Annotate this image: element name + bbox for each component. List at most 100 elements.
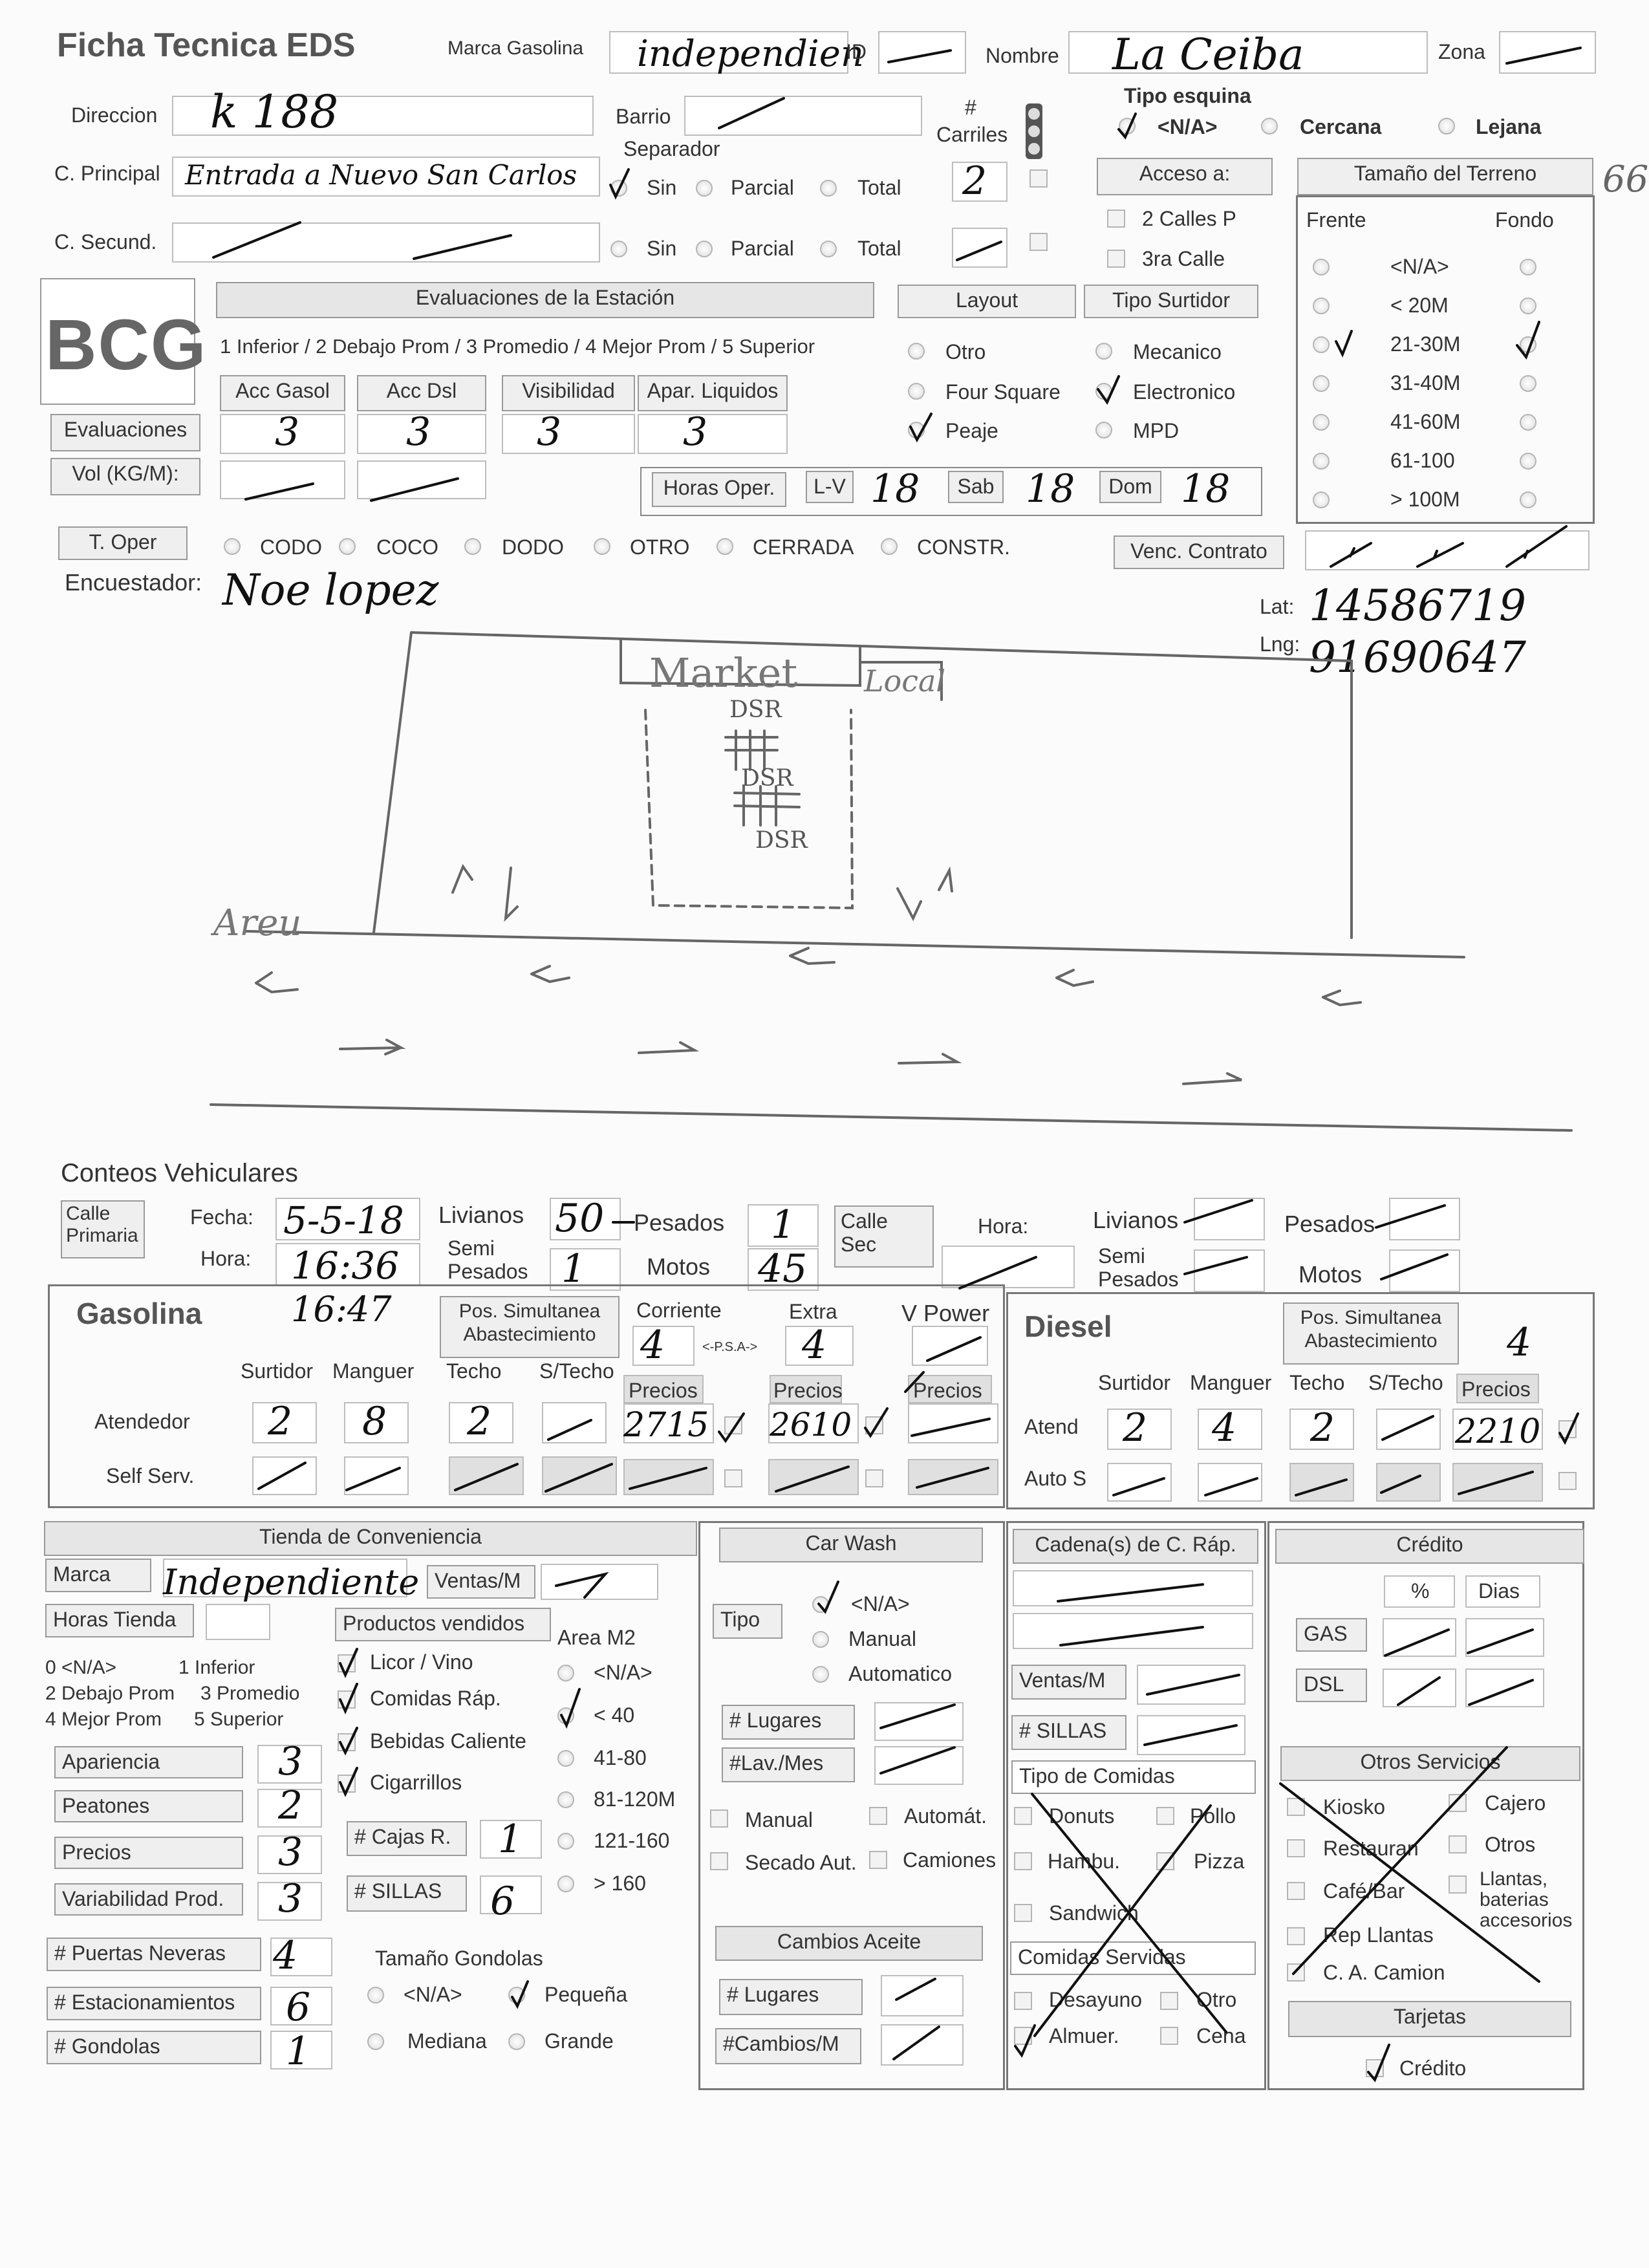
- frente-radio[interactable]: [1313, 453, 1330, 470]
- producto-cigarrillos-check[interactable]: [338, 1775, 356, 1793]
- servicio-restauran-check[interactable]: [1287, 1839, 1305, 1857]
- gondola-grande-radio[interactable]: [508, 2033, 525, 2050]
- toper-dodo-radio[interactable]: [464, 538, 481, 555]
- credito-dsl-dias[interactable]: [1465, 1669, 1544, 1707]
- area-121-160-radio[interactable]: [557, 1833, 574, 1850]
- livianos-field[interactable]: [550, 1198, 621, 1240]
- dsl-autos-techo[interactable]: [1289, 1463, 1354, 1502]
- gas-self-surtidor[interactable]: [252, 1456, 317, 1495]
- secundaria-sin-radio[interactable]: [610, 241, 627, 257]
- dsl-atend-stecho[interactable]: [1376, 1409, 1441, 1450]
- gas-self-precio-3[interactable]: [908, 1459, 998, 1495]
- area-81-120-radio[interactable]: [557, 1791, 574, 1808]
- carwash-lugares-field[interactable]: [874, 1702, 964, 1741]
- gas-precio-1-field[interactable]: [623, 1403, 714, 1443]
- dsl-atend-techo[interactable]: [1289, 1409, 1354, 1450]
- aceite-cambios-field[interactable]: [881, 2024, 964, 2066]
- comida-donuts-check[interactable]: [1014, 1807, 1032, 1825]
- fondo-radio[interactable]: [1520, 259, 1536, 275]
- frente-radio[interactable]: [1313, 297, 1330, 314]
- carwash-secado-check[interactable]: [710, 1852, 728, 1870]
- gas-atend-manguer[interactable]: [344, 1402, 409, 1443]
- gas-self-techo[interactable]: [449, 1456, 524, 1495]
- gas-self-precio-2-check[interactable]: [865, 1469, 883, 1487]
- gondola-pequena-radio[interactable]: [508, 1987, 525, 2003]
- gas-atend-surtidor[interactable]: [252, 1402, 317, 1443]
- toper-codo-radio[interactable]: [224, 538, 241, 555]
- motos-field[interactable]: [748, 1248, 819, 1291]
- tienda-sillas-field[interactable]: [480, 1875, 542, 1914]
- fondo-radio[interactable]: [1520, 414, 1536, 431]
- dsl-autos-manguer[interactable]: [1198, 1463, 1262, 1502]
- servicio-rep-llantas-check[interactable]: [1287, 1927, 1305, 1945]
- cadena-field-1[interactable]: [1013, 1570, 1253, 1606]
- comida-pizza-check[interactable]: [1156, 1852, 1174, 1870]
- layout-peaje-radio[interactable]: [908, 422, 925, 438]
- gas-precio-2-check[interactable]: [865, 1416, 883, 1434]
- frente-radio[interactable]: [1313, 491, 1330, 508]
- livianos-sec-field[interactable]: [1194, 1198, 1265, 1240]
- secundaria-parcial-radio[interactable]: [696, 241, 713, 257]
- servicio-cafe-check[interactable]: [1287, 1882, 1305, 1900]
- extra-field[interactable]: [785, 1326, 854, 1366]
- principal-sin-radio[interactable]: [610, 180, 627, 197]
- layout-otro-radio[interactable]: [908, 343, 925, 360]
- fondo-radio[interactable]: [1520, 375, 1536, 392]
- gas-atend-stecho[interactable]: [542, 1402, 607, 1443]
- secundaria-field[interactable]: [172, 222, 600, 263]
- gondola-mediana-radio[interactable]: [367, 2033, 384, 2050]
- dsl-autos-precio[interactable]: [1452, 1463, 1543, 1502]
- servicio-llantas-check[interactable]: [1449, 1875, 1467, 1894]
- principal-semaforo-check[interactable]: [1029, 169, 1048, 188]
- dsl-autos-stecho[interactable]: [1376, 1463, 1441, 1502]
- gas-atend-techo[interactable]: [449, 1402, 513, 1443]
- tercera-calle-check[interactable]: [1107, 250, 1125, 268]
- esquina-na-radio[interactable]: [1119, 118, 1136, 135]
- cadena-sillas-field[interactable]: [1137, 1715, 1245, 1755]
- variabilidad-field[interactable]: [257, 1882, 322, 1921]
- producto-bebidas-check[interactable]: [338, 1733, 356, 1751]
- cadena-field-2[interactable]: [1013, 1613, 1253, 1649]
- servicio-camion-check[interactable]: [1287, 1963, 1305, 1982]
- carwash-na-radio[interactable]: [812, 1596, 829, 1613]
- estacionamientos-field[interactable]: [270, 1987, 332, 2025]
- cadena-ventas-field[interactable]: [1137, 1665, 1245, 1705]
- peatones-field[interactable]: [257, 1789, 322, 1828]
- gas-self-precio-1-check[interactable]: [724, 1469, 742, 1487]
- carwash-auto-radio[interactable]: [812, 1666, 829, 1683]
- eval-apar-liquidos-field[interactable]: [638, 414, 788, 454]
- servicio-otros-check[interactable]: [1449, 1835, 1467, 1853]
- area-41-80-radio[interactable]: [557, 1750, 574, 1767]
- gas-precio-3-field[interactable]: [908, 1403, 998, 1443]
- semi-pesados-field[interactable]: [550, 1248, 621, 1291]
- toper-constr-radio[interactable]: [881, 538, 898, 555]
- dos-calles-check[interactable]: [1107, 210, 1125, 228]
- credito-dsl-pct[interactable]: [1383, 1669, 1456, 1707]
- cajas-field[interactable]: [480, 1820, 542, 1859]
- eval-acc-dsl-field[interactable]: [357, 414, 486, 454]
- apariencia-field[interactable]: [257, 1745, 322, 1784]
- gas-precio-2-field[interactable]: [768, 1403, 859, 1443]
- comida-pollo-check[interactable]: [1156, 1807, 1174, 1825]
- producto-licor-check[interactable]: [338, 1654, 356, 1672]
- horas-tienda-field[interactable]: [206, 1604, 270, 1640]
- dsl-precio-check[interactable]: [1558, 1420, 1577, 1438]
- principal-carriles-field[interactable]: [952, 162, 1008, 202]
- servida-almuer-check[interactable]: [1014, 2027, 1032, 2045]
- servicio-kiosko-check[interactable]: [1287, 1798, 1305, 1816]
- principal-total-radio[interactable]: [820, 180, 837, 197]
- toper-otro-radio[interactable]: [594, 538, 610, 555]
- fecha-field[interactable]: [275, 1198, 420, 1240]
- area-na-radio[interactable]: [557, 1665, 574, 1681]
- comida-sandwich-check[interactable]: [1014, 1904, 1032, 1922]
- area-160-radio[interactable]: [557, 1875, 574, 1892]
- dsl-autos-precio-check[interactable]: [1558, 1472, 1577, 1490]
- aceite-lugares-field[interactable]: [881, 1975, 964, 2016]
- corriente-field[interactable]: [632, 1326, 695, 1366]
- gas-self-manguer[interactable]: [344, 1456, 409, 1495]
- fondo-radio[interactable]: [1520, 297, 1536, 314]
- carwash-lav-field[interactable]: [874, 1746, 964, 1785]
- servicio-cajero-check[interactable]: [1449, 1794, 1467, 1812]
- semi-pesados-sec-field[interactable]: [1194, 1249, 1265, 1292]
- nombre-field[interactable]: [1068, 31, 1428, 74]
